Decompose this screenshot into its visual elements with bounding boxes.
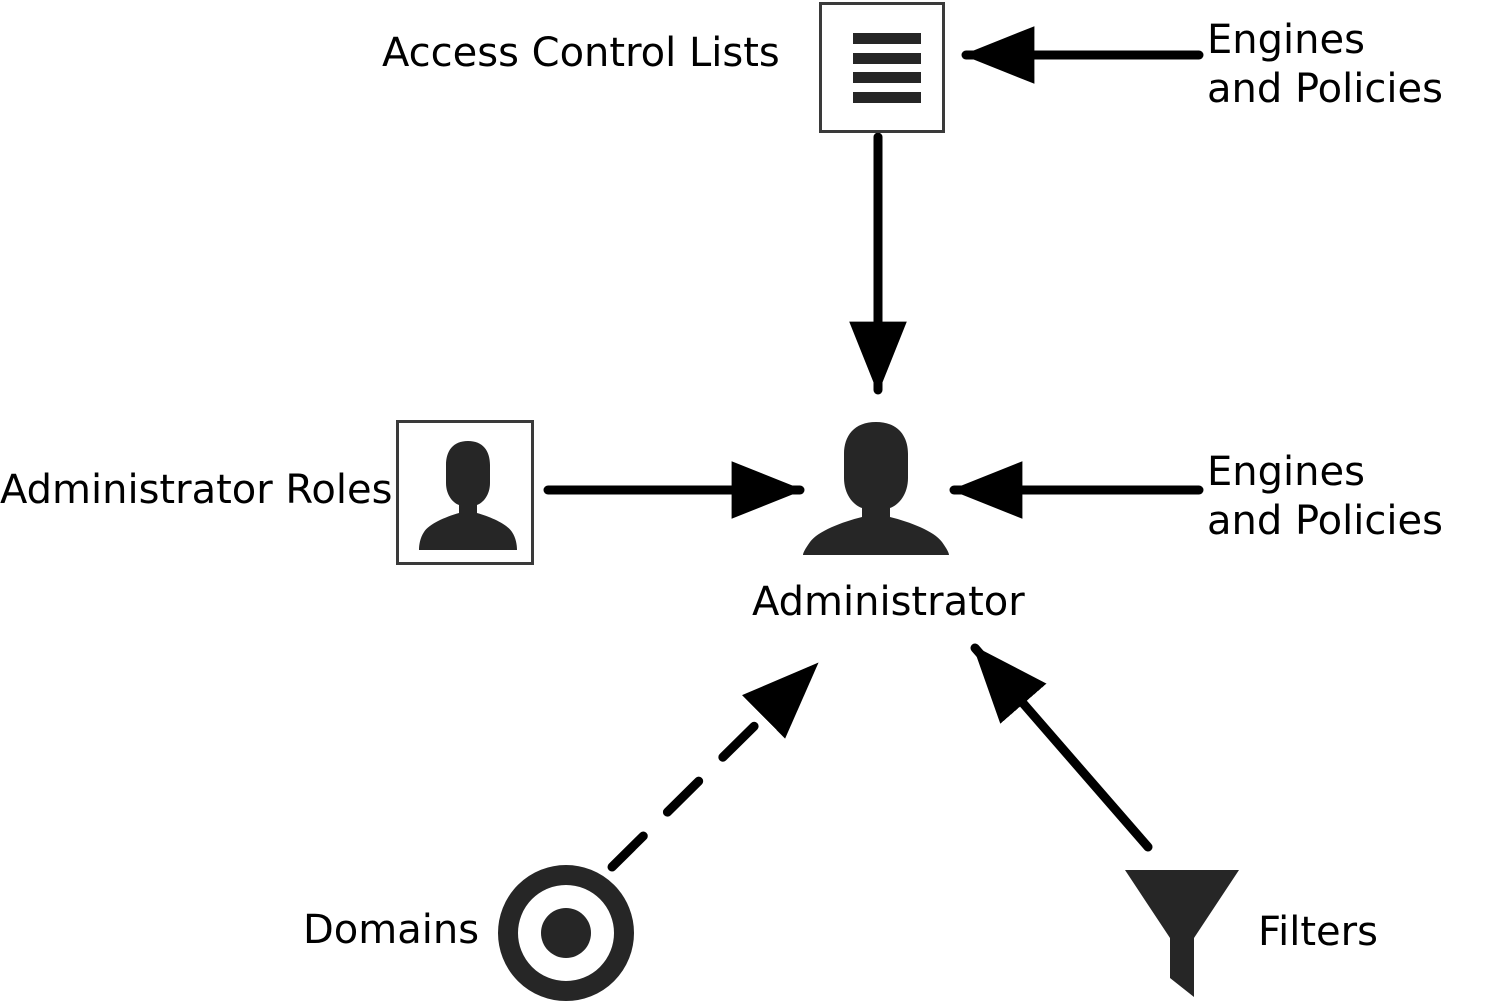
engines-and-policies-top-label-line2: and Policies — [1207, 66, 1443, 112]
access-control-lists-label: Access Control Lists — [382, 30, 780, 76]
funnel-icon[interactable] — [1122, 866, 1242, 1001]
domains-label: Domains — [303, 907, 480, 953]
administrator-roles-label: Administrator Roles — [0, 467, 393, 513]
arrow-domains-to-administrator — [607, 660, 821, 872]
person-boxed-icon — [419, 441, 517, 550]
filters-label: Filters — [1258, 909, 1378, 955]
engines-and-policies-mid-label-line1: Engines — [1207, 449, 1365, 495]
engines-and-policies-top-label-line1: Engines — [1207, 17, 1365, 63]
document-lines-icon — [853, 33, 921, 103]
target-circle-icon[interactable] — [498, 865, 634, 1001]
access-control-lists-icon-box[interactable] — [819, 2, 945, 133]
engines-and-policies-mid-label-line2: and Policies — [1207, 498, 1443, 544]
administrator-label: Administrator — [752, 579, 1025, 625]
administrator-roles-icon-box[interactable] — [396, 420, 534, 565]
arrow-filters-to-administrator — [970, 643, 1153, 852]
person-icon[interactable] — [800, 420, 952, 557]
